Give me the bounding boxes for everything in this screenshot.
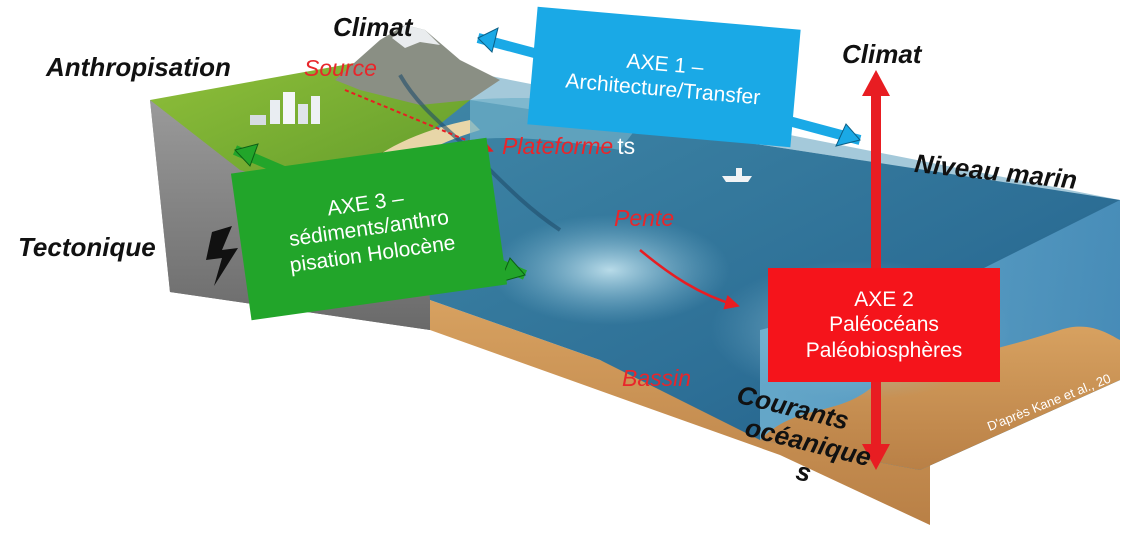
slope-flow-arrow	[639, 249, 740, 310]
label-source: Source	[304, 55, 377, 81]
mountain-snow	[392, 25, 440, 48]
slope-plume	[490, 215, 730, 325]
label-climat-top: Climat	[333, 12, 413, 42]
city-icon	[250, 92, 320, 125]
label-plateforme-suffix: ts	[617, 133, 636, 159]
label-plateforme-text: Plateforme	[502, 133, 614, 159]
axe2-line2: Paléocéans	[829, 313, 939, 337]
lightning-icon	[206, 226, 238, 286]
axe2-line1: AXE 2	[854, 288, 914, 312]
mountain-icon	[335, 25, 500, 105]
label-tectonique: Tectonique	[18, 232, 156, 262]
source-flow-arrow	[344, 89, 494, 153]
basin-floor	[760, 326, 1120, 470]
label-bassin: Bassin	[622, 365, 692, 391]
label-anthropisation: Anthropisation	[46, 52, 231, 82]
label-pente: Pente	[614, 205, 675, 231]
ship-icon	[722, 168, 752, 182]
label-climat-right: Climat	[842, 39, 922, 69]
axe2-line3: Paléobiosphères	[805, 338, 963, 362]
front-sediment	[430, 300, 930, 525]
axe1-box: AXE 1 – Architecture/Transfer	[527, 6, 801, 148]
axe2-box: AXE 2 Paléocéans Paléobiosphères	[768, 268, 1000, 382]
